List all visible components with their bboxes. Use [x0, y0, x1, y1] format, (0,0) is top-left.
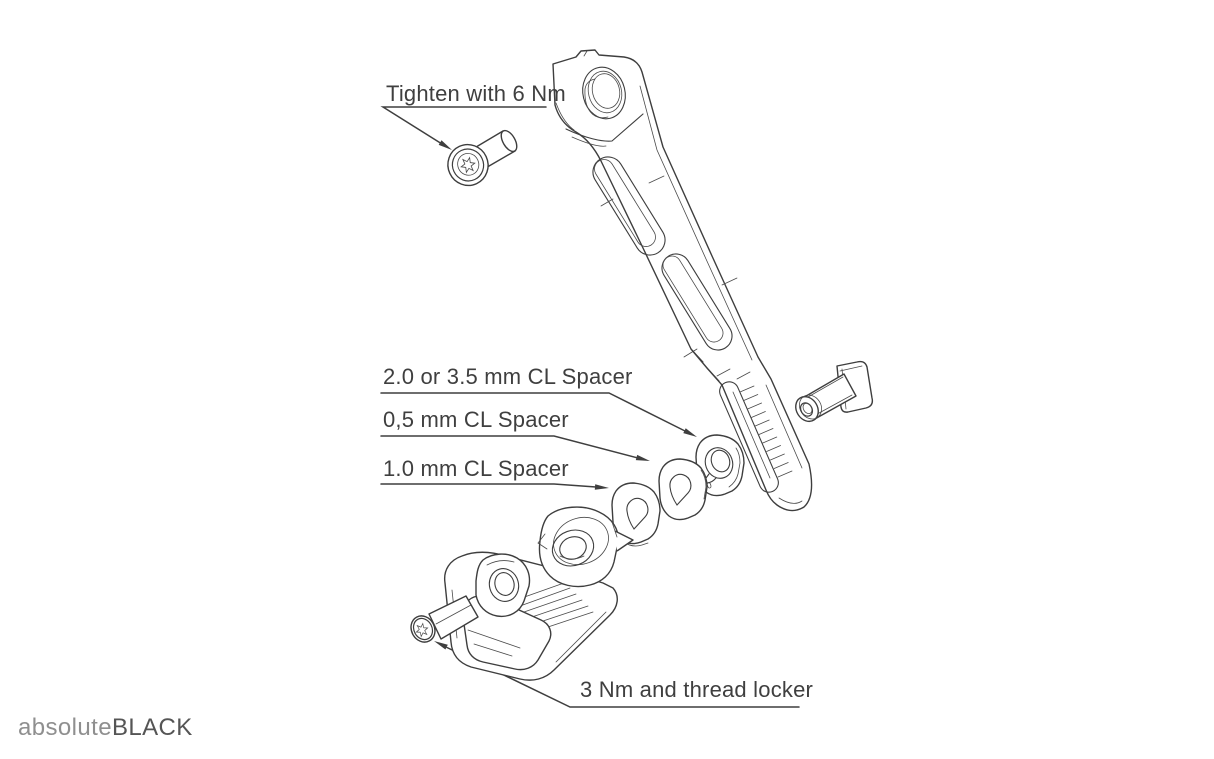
leader-spacer-1-0: [380, 483, 609, 490]
clamp-bolt-6nm: [447, 129, 518, 187]
callout-spacer-2-0-or-3-5: 2.0 or 3.5 mm CL Spacer: [383, 364, 633, 389]
leader-spacer-0-5: [380, 435, 650, 461]
pivot-bolt-3nm: [410, 595, 479, 643]
spacer-0-5-mm: [658, 458, 708, 521]
leader-tighten-6nm: [380, 106, 547, 150]
callout-tighten-6nm: Tighten with 6 Nm: [386, 81, 566, 106]
leader-lines: [380, 106, 800, 708]
upper-arm-part: [552, 49, 813, 512]
leader-spacer-2-0-or-3-5: [380, 392, 697, 437]
callout-spacer-1-0: 1.0 mm CL Spacer: [383, 456, 569, 481]
brand-logo-suffix: BLACK: [111, 714, 193, 741]
callout-spacer-0-5: 0,5 mm CL Spacer: [383, 407, 569, 432]
callout-3nm-thread-locker: 3 Nm and thread locker: [580, 677, 814, 702]
brand-logo: absoluteBLACK: [18, 714, 193, 742]
torx-socket-icon: [415, 622, 429, 638]
guide-body: [443, 506, 634, 681]
brand-logo-prefix: absolute: [18, 714, 112, 741]
flanged-nut: [795, 360, 874, 423]
torx-socket-icon: [460, 156, 476, 174]
